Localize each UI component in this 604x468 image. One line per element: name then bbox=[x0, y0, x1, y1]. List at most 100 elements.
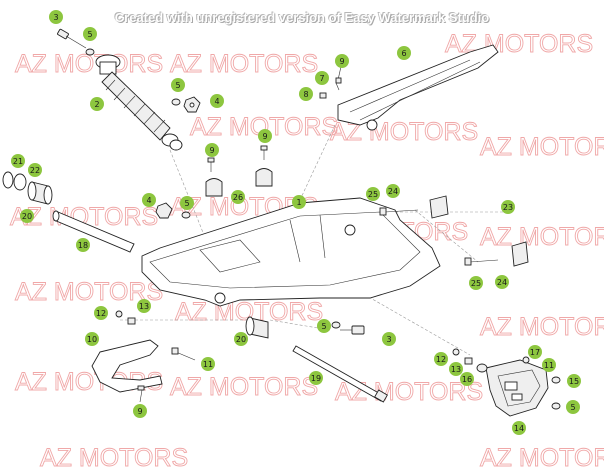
callout-9: 9 bbox=[335, 54, 349, 68]
callout-18: 18 bbox=[76, 238, 90, 252]
callout-4: 4 bbox=[142, 193, 156, 207]
callout-24: 24 bbox=[495, 275, 509, 289]
pin-part bbox=[207, 82, 340, 172]
bolt-part bbox=[379, 207, 499, 266]
pin-part bbox=[137, 385, 145, 403]
callout-9: 9 bbox=[205, 143, 219, 157]
callout-5: 5 bbox=[566, 400, 580, 414]
svg-text:25: 25 bbox=[368, 190, 378, 199]
svg-text:14: 14 bbox=[514, 424, 524, 433]
svg-text:2: 2 bbox=[94, 100, 99, 109]
svg-text:10: 10 bbox=[87, 335, 97, 344]
callout-11: 11 bbox=[542, 358, 556, 372]
svg-text:17: 17 bbox=[530, 348, 540, 357]
svg-text:9: 9 bbox=[262, 132, 267, 141]
svg-text:26: 26 bbox=[233, 193, 243, 202]
callout-3: 3 bbox=[382, 332, 396, 346]
svg-text:3: 3 bbox=[386, 335, 391, 344]
shock-absorber-part bbox=[95, 54, 183, 151]
callout-5: 5 bbox=[83, 27, 97, 41]
callouts: 3 5 2 5 4 6 9 7 8 9 9 26 21 22 20 4 5 18… bbox=[11, 10, 581, 435]
svg-text:5: 5 bbox=[175, 81, 180, 90]
callout-12: 12 bbox=[434, 352, 448, 366]
callout-21: 21 bbox=[11, 154, 25, 168]
nut-part bbox=[115, 310, 473, 365]
brand-watermark: AZ MOTORS bbox=[40, 444, 188, 468]
svg-text:19: 19 bbox=[311, 374, 321, 383]
callout-13: 13 bbox=[449, 362, 463, 376]
svg-text:21: 21 bbox=[13, 157, 23, 166]
nut-part bbox=[155, 202, 173, 219]
svg-text:9: 9 bbox=[339, 57, 344, 66]
callout-14: 14 bbox=[512, 421, 526, 435]
callout-7: 7 bbox=[315, 71, 329, 85]
pad-part bbox=[429, 195, 529, 267]
svg-text:11: 11 bbox=[544, 361, 554, 370]
bolt-part bbox=[57, 28, 87, 49]
callout-25: 25 bbox=[469, 276, 483, 290]
svg-text:13: 13 bbox=[451, 365, 461, 374]
callout-20: 20 bbox=[234, 332, 248, 346]
callout-13: 13 bbox=[137, 299, 151, 313]
callout-20: 20 bbox=[20, 209, 34, 223]
svg-text:23: 23 bbox=[503, 203, 513, 212]
svg-text:20: 20 bbox=[236, 335, 246, 344]
bolt-part bbox=[340, 325, 365, 335]
callout-6: 6 bbox=[397, 46, 411, 60]
svg-text:20: 20 bbox=[22, 212, 32, 221]
callout-8: 8 bbox=[299, 87, 313, 101]
brand-watermark: AZ MOTORS bbox=[170, 50, 318, 78]
bushing-part bbox=[245, 316, 269, 339]
brand-watermark: AZ MOTORS bbox=[480, 133, 604, 161]
callout-9: 9 bbox=[258, 129, 272, 143]
callout-12: 12 bbox=[94, 306, 108, 320]
callout-2: 2 bbox=[90, 97, 104, 111]
callout-15: 15 bbox=[567, 374, 581, 388]
svg-text:16: 16 bbox=[462, 375, 472, 384]
svg-text:4: 4 bbox=[214, 97, 219, 106]
svg-text:18: 18 bbox=[78, 241, 88, 250]
svg-text:5: 5 bbox=[321, 322, 326, 331]
callout-5: 5 bbox=[317, 319, 331, 333]
brand-watermark: AZ MOTORS bbox=[480, 444, 604, 468]
svg-text:9: 9 bbox=[209, 146, 214, 155]
callout-5: 5 bbox=[171, 78, 185, 92]
svg-text:11: 11 bbox=[203, 360, 213, 369]
callout-16: 16 bbox=[460, 372, 474, 386]
svg-text:3: 3 bbox=[53, 13, 58, 22]
swingarm-part bbox=[141, 197, 441, 307]
callout-10: 10 bbox=[85, 332, 99, 346]
callout-25: 25 bbox=[366, 187, 380, 201]
callout-26: 26 bbox=[231, 190, 245, 204]
axle-part bbox=[292, 345, 388, 403]
callout-23: 23 bbox=[501, 200, 515, 214]
washer-part bbox=[85, 48, 341, 329]
callout-4: 4 bbox=[210, 94, 224, 108]
svg-text:22: 22 bbox=[30, 166, 40, 175]
callout-1: 1 bbox=[292, 195, 306, 209]
svg-text:4: 4 bbox=[146, 196, 151, 205]
callout-9: 9 bbox=[133, 404, 147, 418]
svg-text:7: 7 bbox=[319, 74, 324, 83]
svg-text:13: 13 bbox=[139, 302, 149, 311]
svg-text:12: 12 bbox=[436, 355, 446, 364]
chain-guide-part bbox=[485, 359, 549, 417]
small-hardware-part bbox=[319, 61, 343, 99]
watermark-banner: Created with unregistered version of Eas… bbox=[114, 10, 490, 25]
svg-text:24: 24 bbox=[388, 187, 398, 196]
svg-text:25: 25 bbox=[471, 279, 481, 288]
svg-text:5: 5 bbox=[87, 30, 92, 39]
svg-text:9: 9 bbox=[137, 407, 142, 416]
callout-19: 19 bbox=[309, 371, 323, 385]
brand-watermark: AZ MOTORS bbox=[480, 313, 604, 341]
brand-watermark: AZ MOTORS bbox=[480, 223, 604, 251]
axle-sleeve-part bbox=[52, 210, 135, 253]
callout-5: 5 bbox=[180, 196, 194, 210]
svg-text:5: 5 bbox=[184, 199, 189, 208]
bracket-part bbox=[205, 168, 273, 197]
svg-text:6: 6 bbox=[401, 49, 406, 58]
chain-slider-part bbox=[91, 339, 163, 393]
svg-text:1: 1 bbox=[296, 198, 301, 207]
svg-text:5: 5 bbox=[570, 403, 575, 412]
